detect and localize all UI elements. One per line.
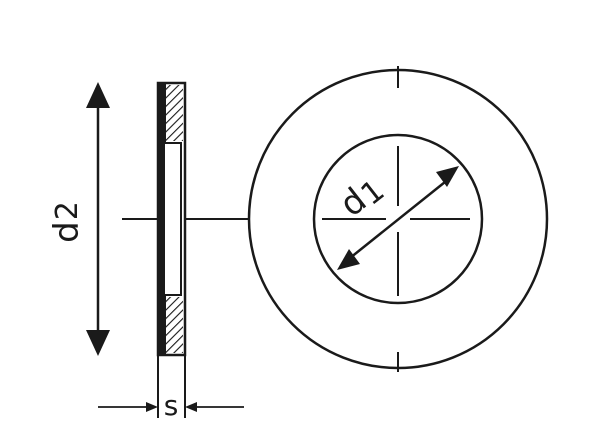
section-hole: [163, 142, 182, 296]
svg-text:d2: d2: [47, 201, 87, 243]
s-label: s: [164, 389, 179, 422]
d1-arrow-bottom: [337, 249, 360, 270]
d1-dimension-line: [349, 177, 451, 259]
d2-label-letter: d: [47, 221, 87, 243]
section-hatch-top: [166, 85, 183, 141]
s-dimension: s: [98, 389, 244, 422]
d2-dimension: d2: [47, 82, 110, 356]
d2-label-subscript: 2: [50, 201, 85, 220]
washer-side-dark-edge: [158, 83, 166, 355]
section-hatch-bottom: [166, 297, 183, 353]
d2-arrow-bottom: [86, 330, 110, 356]
s-arrow-left: [146, 402, 158, 412]
d2-arrow-top: [86, 82, 110, 108]
washer-side-view: [156, 81, 187, 418]
s-arrow-right: [185, 402, 197, 412]
d1-arrow-top: [436, 166, 459, 187]
